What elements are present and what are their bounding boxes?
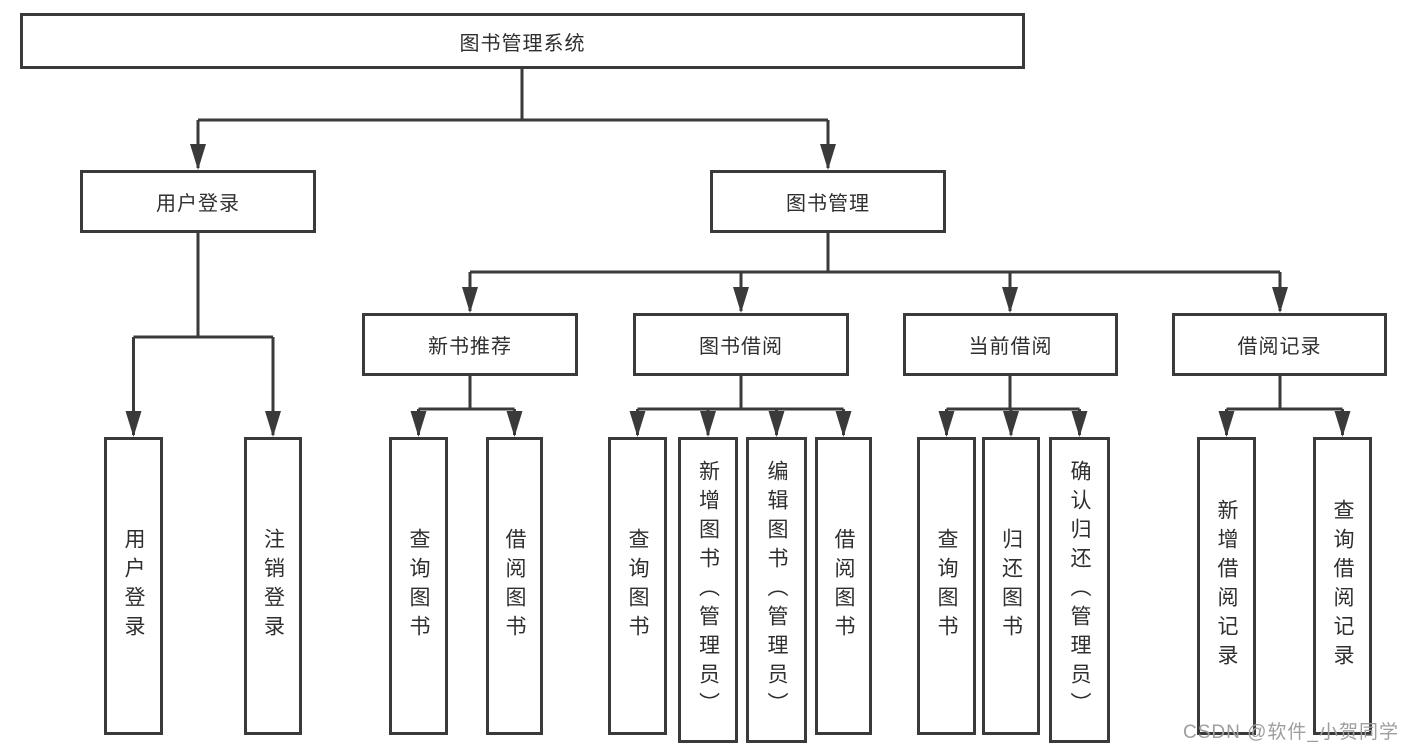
leaf-label: 查询图书 (626, 528, 649, 644)
leaf-label: 查询图书 (935, 528, 958, 644)
connector-book-borrow-to-leaves (636, 376, 845, 435)
arrow-down-icon (125, 411, 142, 437)
node-user-login: 用户登录 (80, 170, 316, 233)
arrow-down-icon (700, 411, 716, 437)
leaf-label: 新增借阅记录 (1215, 499, 1238, 673)
leaf-query-books-current: 查询图书 (917, 437, 976, 735)
leaf-label: 注销登录 (261, 528, 285, 644)
leaf-edit-book-admin: 编辑图书（管理员） (746, 437, 807, 743)
connector-root-to-level1 (196, 68, 830, 168)
arrow-down-icon (1003, 411, 1019, 437)
arrow-down-icon (506, 411, 523, 437)
arrow-down-icon (820, 144, 836, 170)
connector-borrow-records-to-leaves (1225, 376, 1344, 435)
node-borrowing-records: 借阅记录 (1172, 313, 1387, 376)
node-book-management: 图书管理 (710, 170, 946, 233)
csdn-watermark: CSDN @软件_小贺同学 (1183, 722, 1399, 743)
leaf-confirm-return-admin: 确认归还（管理员） (1049, 437, 1110, 743)
leaf-label: 借阅图书 (832, 528, 855, 644)
arrow-down-icon (1334, 411, 1351, 437)
leaf-label: 用户登录 (122, 528, 145, 644)
node-library-management-system: 图书管理系统 (20, 13, 1025, 69)
connector-user-login-to-leaves (132, 233, 275, 435)
arrow-down-icon (1071, 411, 1088, 437)
leaf-user-login: 用户登录 (104, 437, 163, 735)
node-book-borrowing: 图书借阅 (633, 313, 849, 376)
leaf-query-borrow-record: 查询借阅记录 (1313, 437, 1372, 735)
leaf-label: 借阅图书 (503, 528, 526, 644)
arrow-down-icon (265, 411, 281, 437)
leaf-label: 新增图书（管理员） (696, 459, 720, 721)
arrow-down-icon (190, 144, 206, 170)
leaf-return-book: 归还图书 (982, 437, 1040, 735)
connector-new-book-to-leaves (417, 376, 516, 435)
leaf-label: 确认归还（管理员） (1068, 459, 1091, 721)
arrow-down-icon (629, 411, 646, 437)
arrow-down-icon (938, 411, 955, 437)
arrow-down-icon (410, 411, 427, 437)
arrow-down-icon (1002, 287, 1018, 313)
arrow-down-icon (733, 287, 749, 313)
leaf-label: 编辑图书（管理员） (765, 459, 788, 721)
arrow-down-icon (1218, 411, 1235, 437)
leaf-borrow-books-recommend: 借阅图书 (486, 437, 543, 735)
node-current-borrowing: 当前借阅 (903, 313, 1118, 376)
node-new-book-recommendation: 新书推荐 (362, 313, 578, 376)
leaf-add-borrow-record: 新增借阅记录 (1197, 437, 1256, 735)
leaf-label: 查询借阅记录 (1331, 499, 1354, 673)
arrow-down-icon (1272, 287, 1288, 313)
leaf-borrow-books: 借阅图书 (815, 437, 872, 735)
connector-book-mgmt-to-level2 (468, 233, 1282, 311)
leaf-query-books-recommend: 查询图书 (389, 437, 448, 735)
arrow-down-icon (462, 287, 478, 313)
leaf-logout: 注销登录 (244, 437, 302, 735)
arrow-down-icon (835, 411, 852, 437)
leaf-add-book-admin: 新增图书（管理员） (678, 437, 738, 743)
arrow-down-icon (768, 411, 785, 437)
leaf-query-books-borrow: 查询图书 (608, 437, 667, 735)
leaf-label: 查询图书 (407, 528, 430, 644)
leaf-label: 归还图书 (999, 528, 1023, 644)
